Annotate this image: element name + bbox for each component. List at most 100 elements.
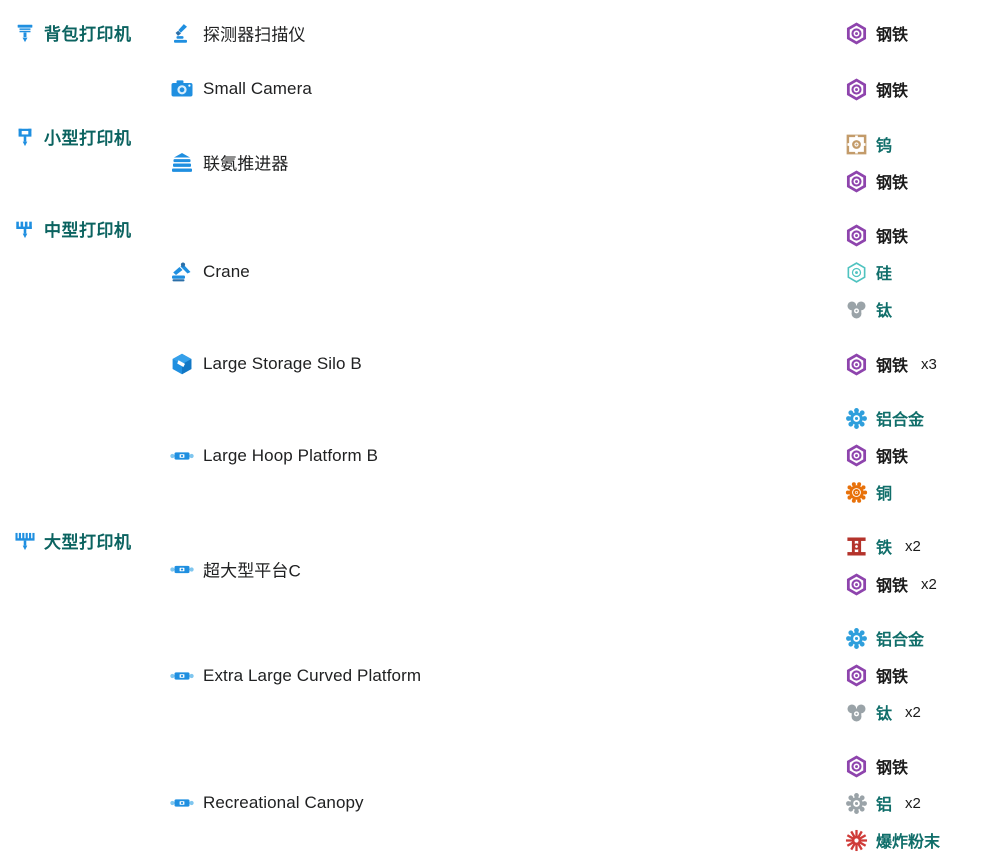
material-name: 钢铁 [876, 760, 909, 777]
iron-icon [847, 536, 866, 556]
group-label: 背包打印机 [44, 25, 132, 44]
steel-icon [846, 22, 867, 44]
material-entry[interactable]: 钢铁 [845, 21, 908, 45]
material-entry[interactable]: 硅 [845, 260, 892, 284]
platform-icon [170, 799, 194, 807]
aluminum-icon [846, 792, 867, 814]
group-header-small-printer[interactable]: 小型打印机 [14, 124, 132, 149]
explosive-powder-icon [845, 829, 868, 851]
list-item[interactable]: Large Hoop Platform B [170, 444, 378, 468]
material-name: 钢铁 [876, 358, 909, 375]
material-entry[interactable]: 爆炸粉末 [845, 828, 940, 852]
titanium-icon [847, 703, 866, 722]
steel-icon [846, 444, 867, 466]
material-entry[interactable]: 钢铁 [845, 223, 908, 247]
group-label: 中型打印机 [44, 221, 132, 240]
material-name[interactable]: 钛 [876, 706, 893, 723]
material-name: 钢铁 [876, 229, 909, 246]
list-item[interactable]: Crane [170, 260, 250, 284]
material-name: 钢铁 [876, 578, 909, 595]
material-entry[interactable]: 钛 [845, 297, 892, 321]
material-quantity: x2 [905, 794, 921, 812]
material-name[interactable]: 铜 [876, 486, 893, 503]
group-header-medium-printer[interactable]: 中型打印机 [14, 216, 132, 241]
item-label: Large Storage Silo B [203, 354, 362, 373]
item-label: 联氨推进器 [203, 154, 289, 174]
material-entry[interactable]: 铜 [845, 480, 892, 504]
list-item[interactable]: Extra Large Curved Platform [170, 664, 421, 688]
platform-icon [170, 672, 194, 680]
material-name: 钢铁 [876, 669, 909, 686]
material-entry[interactable]: 铁 x2 [845, 534, 921, 558]
list-item[interactable]: Recreational Canopy [170, 791, 364, 815]
group-label: 大型打印机 [44, 533, 132, 552]
material-entry[interactable]: 钢铁 [845, 77, 908, 101]
list-item[interactable]: Small Camera [170, 77, 312, 101]
group-header-large-printer[interactable]: 大型打印机 [14, 528, 132, 553]
platform-icon [170, 565, 194, 573]
titanium-icon [847, 300, 866, 319]
storage-silo-icon [172, 353, 192, 375]
material-entry[interactable]: 铝合金 [845, 406, 924, 430]
material-name: 钢铁 [876, 449, 909, 466]
item-label: Small Camera [203, 79, 312, 98]
list-item[interactable]: Large Storage Silo B [170, 352, 362, 376]
material-entry[interactable]: 钢铁 [845, 169, 908, 193]
material-entry[interactable]: 钛 x2 [845, 700, 921, 724]
material-name[interactable]: 铝合金 [876, 412, 925, 429]
large-printer-icon [15, 532, 35, 550]
material-name[interactable]: 硅 [876, 266, 893, 283]
material-quantity: x3 [921, 355, 937, 373]
material-entry[interactable]: 钨 [845, 132, 892, 156]
item-label: 探测器扫描仪 [203, 25, 306, 45]
small-camera-icon [171, 80, 193, 97]
item-label: Crane [203, 262, 250, 281]
hydrazine-thruster-icon [172, 152, 192, 172]
small-printer-icon [18, 128, 32, 146]
aluminum-alloy-icon [846, 407, 867, 429]
copper-icon [845, 481, 868, 503]
item-label: 超大型平台C [203, 561, 301, 581]
group-label: 小型打印机 [44, 129, 132, 148]
material-name[interactable]: 爆炸粉末 [876, 834, 941, 851]
steel-icon [846, 573, 867, 595]
material-entry[interactable]: 铝合金 [845, 626, 924, 650]
material-entry[interactable]: 钢铁 x2 [845, 572, 937, 596]
item-label: Large Hoop Platform B [203, 446, 379, 465]
steel-icon [846, 664, 867, 686]
material-name[interactable]: 铝 [876, 797, 893, 814]
item-label: Extra Large Curved Platform [203, 666, 422, 685]
list-item[interactable]: 探测器扫描仪 [170, 21, 306, 46]
steel-icon [846, 170, 867, 192]
material-name[interactable]: 钛 [876, 303, 893, 320]
medium-printer-icon [16, 221, 32, 238]
material-entry[interactable]: 钢铁 [845, 754, 908, 778]
material-quantity: x2 [921, 575, 937, 593]
material-quantity: x2 [905, 703, 921, 721]
backpack-printer-icon [17, 24, 33, 42]
material-entry[interactable]: 钢铁 [845, 443, 908, 467]
material-name[interactable]: 铁 [876, 540, 893, 557]
material-name[interactable]: 钨 [876, 138, 893, 155]
list-item[interactable]: 联氨推进器 [170, 150, 289, 175]
material-quantity: x2 [905, 537, 921, 555]
material-name: 钢铁 [876, 175, 909, 192]
material-entry[interactable]: 钢铁 x3 [845, 352, 937, 376]
steel-icon [846, 755, 867, 777]
list-item[interactable]: 超大型平台C [170, 557, 301, 582]
platform-icon [170, 452, 194, 460]
item-label: Recreational Canopy [203, 793, 364, 812]
material-name: 钢铁 [876, 83, 909, 100]
probe-scanner-icon [174, 23, 187, 43]
material-name[interactable]: 铝合金 [876, 632, 925, 649]
material-entry[interactable]: 铝 x2 [845, 791, 921, 815]
tungsten-icon [846, 134, 867, 154]
material-name: 钢铁 [876, 27, 909, 44]
steel-icon [846, 353, 867, 375]
group-header-backpack-printer[interactable]: 背包打印机 [14, 20, 132, 45]
material-entry[interactable]: 钢铁 [845, 663, 908, 687]
aluminum-alloy-icon [846, 627, 867, 649]
silicon-icon [847, 261, 866, 283]
steel-icon [846, 78, 867, 100]
